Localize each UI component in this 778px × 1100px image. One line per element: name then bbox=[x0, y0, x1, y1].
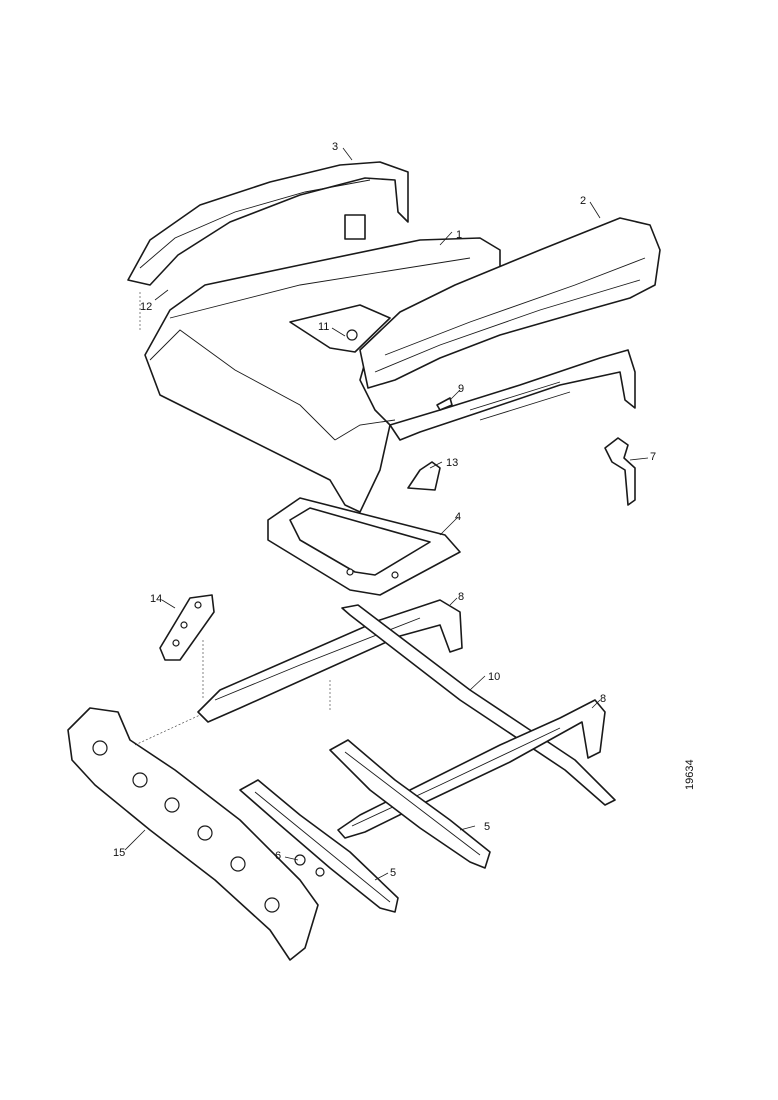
callout-5-left: 5 bbox=[390, 867, 396, 879]
part-rear-arch bbox=[127, 161, 409, 286]
part-bolt-6 bbox=[294, 854, 325, 877]
callout-12-top: 12 bbox=[140, 301, 152, 313]
callout-6: 6 bbox=[275, 850, 281, 862]
callout-3: 3 bbox=[332, 141, 338, 153]
reference-code: 19634 bbox=[684, 759, 696, 790]
callout-9: 9 bbox=[458, 383, 464, 395]
callout-11: 11 bbox=[318, 321, 329, 333]
callout-labels: 3 2 1 12 11 9 13 7 4 14 8 10 8 15 6 5 5 bbox=[113, 141, 656, 879]
part-front-roof bbox=[359, 217, 661, 389]
callout-8-front: 8 bbox=[600, 693, 606, 705]
callout-5-right: 5 bbox=[484, 821, 490, 833]
part-clip-7 bbox=[604, 437, 636, 506]
part-longitudinal-bar-10 bbox=[341, 604, 616, 806]
part-fastener-9 bbox=[436, 397, 453, 411]
part-roof-bow-5-right bbox=[329, 739, 491, 869]
callout-10: 10 bbox=[488, 671, 500, 683]
leader-lines bbox=[124, 147, 649, 881]
callout-1: 1 bbox=[456, 229, 462, 241]
callout-4: 4 bbox=[455, 511, 461, 523]
part-roof-bow-5-left bbox=[239, 779, 399, 913]
callout-14: 14 bbox=[150, 593, 162, 605]
part-roof-skirt bbox=[389, 349, 636, 441]
callout-8-rear: 8 bbox=[458, 591, 464, 603]
callout-7: 7 bbox=[650, 451, 656, 463]
part-roof-shell bbox=[144, 237, 501, 513]
callout-15: 15 bbox=[113, 847, 125, 859]
callout-2: 2 bbox=[580, 195, 586, 207]
part-sunroof-frame bbox=[267, 497, 461, 596]
callout-13: 13 bbox=[446, 457, 458, 469]
part-front-header-15 bbox=[67, 707, 319, 961]
part-mount-plate-14 bbox=[159, 594, 215, 661]
part-bracket-13 bbox=[407, 461, 441, 491]
assembly-guide-line bbox=[134, 714, 201, 746]
